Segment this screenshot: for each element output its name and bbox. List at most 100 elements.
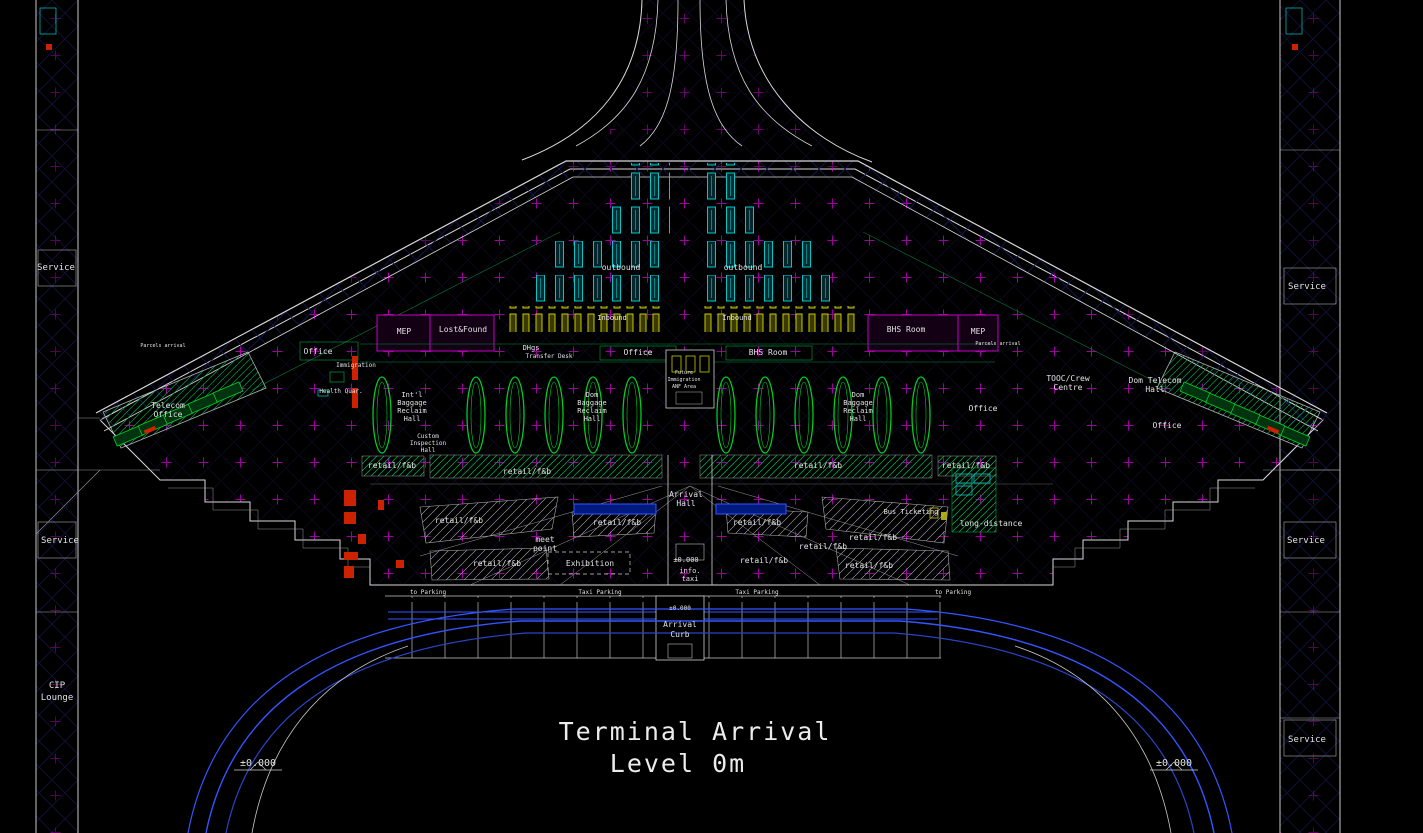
label-long-distance: long-distance: [960, 519, 1023, 528]
label-retail: retail/f&b: [368, 461, 416, 470]
label-cip-1: CIP: [49, 681, 66, 691]
drawing-title: Terminal Arrival Level 0m: [559, 717, 832, 778]
central-corridor: [667, 455, 713, 585]
label-telecom-right-2: Hall: [1145, 385, 1164, 394]
label-telecom-left-2: Office: [154, 410, 183, 419]
label-office: Office: [969, 404, 998, 413]
roof-truss-band: [95, 160, 1328, 432]
label-immigration: Immigration: [336, 362, 376, 369]
label-retail: retail/f&b: [733, 518, 781, 527]
title-line-2: Level 0m: [610, 749, 746, 778]
label-retail: retail/f&b: [435, 516, 483, 525]
label-tooc-1: TOOC/Crew: [1046, 374, 1090, 383]
inbound-belt-row: [504, 306, 858, 332]
label-mep: MEP: [397, 327, 412, 336]
label-service: Service: [1288, 735, 1326, 745]
label-service: Service: [1287, 536, 1325, 546]
label-intl-reclaim-3: Reclaim: [397, 407, 427, 415]
label-dom-reclaim-1: Dom: [586, 391, 599, 399]
label-level-mark: ±0.000: [1156, 758, 1192, 769]
label-to-parking: to Parking: [935, 589, 972, 596]
label-info-taxi-1: info.: [679, 567, 700, 575]
label-office: Office: [1153, 421, 1182, 430]
label-arrival-curb-2: Curb: [670, 630, 689, 639]
title-line-1: Terminal Arrival: [559, 717, 832, 746]
label-dom-reclaim-2: Baggage: [843, 399, 873, 407]
label-exhibition: Exhibition: [566, 559, 614, 568]
access-roads: [187, 608, 1233, 833]
label-future-imm-1: Future: [675, 370, 693, 376]
label-telecom-right-1: Dom Telecom: [1129, 376, 1182, 385]
label-health-quar: Health Quar.: [319, 388, 362, 395]
wing-right: [1156, 351, 1321, 449]
label-outbound: outbound: [602, 263, 641, 272]
label-retail: retail/f&b: [503, 467, 551, 476]
label-level-mark: ±0.000: [240, 758, 276, 769]
central-core: [665, 349, 715, 409]
left-detail-block: [317, 356, 404, 578]
label-lost-found: Lost&Found: [439, 325, 487, 334]
label-retail: retail/f&b: [849, 533, 897, 542]
label-service: Service: [37, 263, 75, 273]
label-service: Service: [1288, 282, 1326, 292]
label-inbound: Inbound: [597, 314, 627, 322]
datum-marks: [234, 761, 1198, 771]
label-meet-point-1: meet: [535, 535, 554, 544]
moving-walkways: [573, 503, 787, 515]
label-parcels: Parcels arrival: [140, 343, 185, 349]
label-dom-reclaim-3: Reclaim: [577, 407, 607, 415]
label-custom-insp-3: Hall: [421, 447, 436, 454]
label-parcels: Parcels arrival: [975, 341, 1020, 347]
label-dom-reclaim-3: Reclaim: [843, 407, 873, 415]
label-intl-reclaim-1: Int'l: [401, 391, 422, 399]
label-retail: retail/f&b: [794, 461, 842, 470]
label-arrival-hall-2: Hall: [676, 499, 695, 508]
label-future-imm-2: Immigration: [667, 377, 700, 383]
label-intl-reclaim-2: Baggage: [397, 399, 427, 407]
label-office: Office: [624, 348, 653, 357]
label-future-imm-3: ANF Area: [672, 384, 696, 390]
boh-rooms: [299, 314, 999, 363]
label-cip-2: Lounge: [41, 693, 74, 703]
label-dom-reclaim-1: Dom: [852, 391, 865, 399]
label-bus-ticketing: Bus Ticketing: [884, 508, 939, 516]
wing-left: [102, 351, 267, 449]
plan-labels: Service Service Service Service Service …: [37, 263, 1326, 769]
label-to-parking: to Parking: [410, 589, 447, 596]
label-bhs-room: BHS Room: [749, 348, 788, 357]
label-level-mark: ±0.000: [669, 605, 691, 612]
exhibition-zone: [547, 551, 631, 575]
label-intl-reclaim-4: Hall: [404, 415, 421, 423]
label-level-mark: ±0.000: [673, 556, 698, 564]
label-inbound: Inbound: [722, 314, 752, 322]
approach-road-funnel: [521, 0, 873, 164]
label-dom-reclaim-4: Hall: [584, 415, 601, 423]
label-retail: retail/f&b: [942, 461, 990, 470]
label-telecom-left-1: Telecom: [151, 401, 185, 410]
label-dom-reclaim-4: Hall: [850, 415, 867, 423]
baggage-carousels: [372, 376, 931, 454]
label-mep: MEP: [971, 327, 986, 336]
label-retail: retail/f&b: [740, 556, 788, 565]
service-corridor-left: [35, 0, 101, 833]
label-info-taxi-2: taxi: [682, 575, 699, 583]
label-tooc-2: Centre: [1054, 383, 1083, 392]
label-custom-insp-1: Custom: [417, 433, 439, 440]
label-arrival-hall-1: Arrival: [669, 490, 703, 499]
label-dhgs: DHgs: [523, 344, 540, 352]
retail-band: [361, 454, 1053, 485]
label-retail: retail/f&b: [593, 518, 641, 527]
label-office: Office: [304, 347, 333, 356]
gate-stands: [532, 163, 833, 305]
label-retail: retail/f&b: [799, 542, 847, 551]
label-retail: retail/f&b: [845, 561, 893, 570]
label-service: Service: [41, 536, 79, 546]
label-taxi-parking: Taxi Parking: [578, 589, 622, 596]
label-arrival-curb-1: Arrival: [663, 620, 697, 629]
label-bhs-room: BHS Room: [887, 325, 926, 334]
label-meet-point-2: point: [533, 544, 557, 553]
label-outbound: outbound: [724, 263, 763, 272]
label-custom-insp-2: Inspection: [410, 440, 447, 447]
